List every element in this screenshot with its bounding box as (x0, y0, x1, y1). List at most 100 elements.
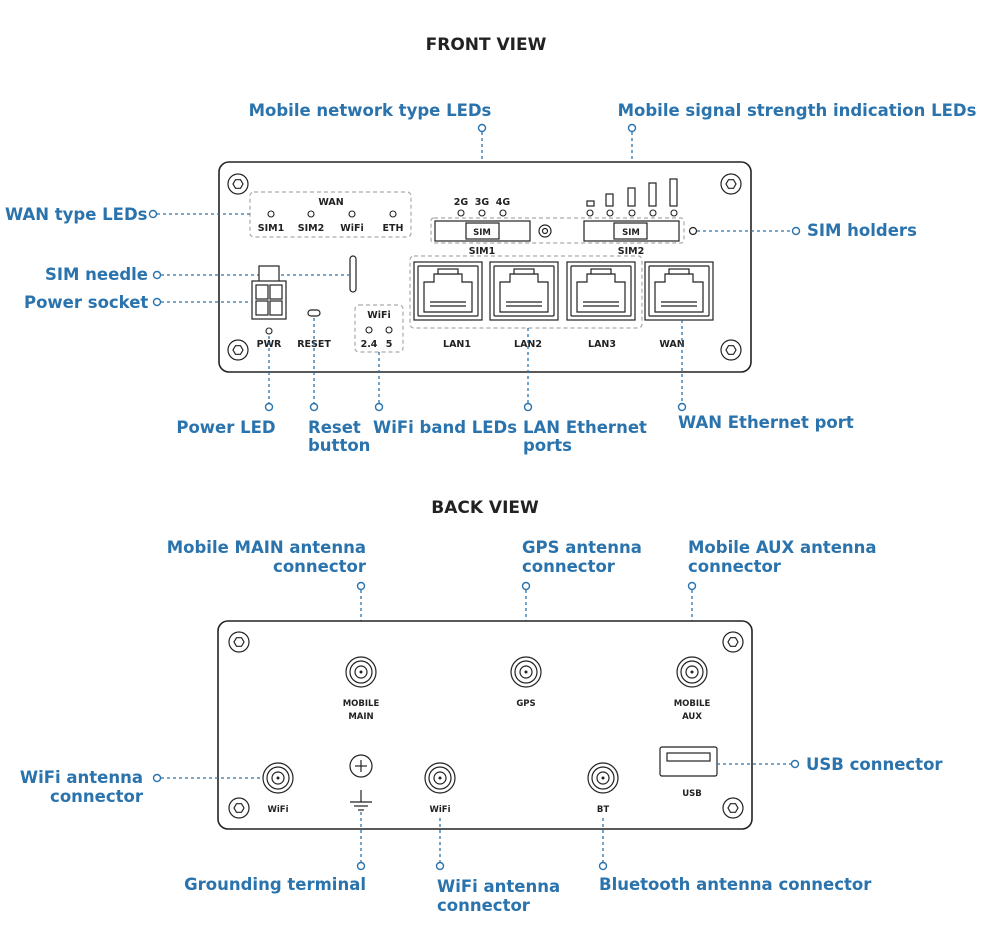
wifi-group-label: WiFi (367, 310, 390, 321)
front-view-title: FRONT VIEW (426, 35, 547, 55)
network-led-label: 2G (454, 197, 469, 208)
leader-dot (688, 226, 698, 236)
power-led (265, 327, 273, 335)
wifi-led-group (354, 304, 404, 353)
mobile-aux-connector[interactable] (676, 656, 708, 688)
callout-gps-line1: GPS antenna (522, 538, 642, 557)
leader-dot (523, 402, 533, 412)
ground-symbol-icon (350, 790, 372, 811)
callout-power-led: Power LED (176, 418, 275, 437)
callout-wifi-bottom-line1: WiFi antenna (437, 877, 560, 896)
callout-main-line2: connector (273, 557, 367, 576)
wan-led-wifi (348, 210, 356, 218)
wifi-led-5 (385, 326, 393, 334)
sim-needle-hole-icon (541, 227, 549, 235)
wifi-connector-right[interactable] (424, 762, 456, 794)
leader-dot (309, 402, 319, 412)
lan3-port[interactable] (566, 261, 636, 321)
sim-needle (349, 255, 357, 293)
leader-dot (356, 861, 366, 871)
signal-led (628, 209, 636, 217)
callout-aux-line2: connector (688, 557, 782, 576)
signal-led (649, 209, 657, 217)
callout-usb-connector: USB connector (806, 755, 943, 774)
lan-label: LAN1 (443, 339, 471, 350)
screw-icon (228, 797, 250, 819)
callout-reset-line2: button (308, 436, 370, 455)
leader-dot (598, 861, 608, 871)
wifi-label: WiFi (429, 805, 450, 815)
signal-bar-icon (669, 178, 678, 207)
leader-dot (264, 402, 274, 412)
bt-label: BT (597, 805, 609, 815)
wifi-connector-left[interactable] (262, 762, 294, 794)
callout-signal-strength-leds: Mobile signal strength indication LEDs (618, 101, 977, 120)
wan-led-label: WiFi (340, 223, 363, 234)
leader-dot (521, 581, 531, 591)
screw-icon (227, 339, 249, 361)
leader-dot (687, 581, 697, 591)
callout-reset-line1: Reset (308, 418, 361, 437)
callout-mobile-network-leds: Mobile network type LEDs (249, 101, 492, 120)
leader-dot (152, 773, 162, 783)
signal-bar-icon (586, 200, 595, 207)
signal-led (586, 209, 594, 217)
wan-led-label: ETH (383, 223, 404, 234)
leader-dot (152, 270, 162, 280)
lan2-port[interactable] (489, 261, 559, 321)
mobile-aux-label: MOBILE (674, 699, 711, 709)
back-panel (217, 620, 753, 830)
power-pin (255, 300, 269, 316)
gps-connector[interactable] (510, 656, 542, 688)
callout-lan-line2: ports (523, 436, 572, 455)
wan-led-label: SIM1 (258, 223, 284, 234)
lan-port-group (409, 255, 643, 329)
leader-dot (356, 581, 366, 591)
leader-dot (677, 402, 687, 412)
power-pin (269, 300, 283, 316)
power-socket-latch (258, 265, 280, 283)
wan-group-label: WAN (318, 197, 343, 208)
wan-led-sim2 (307, 210, 315, 218)
wan-port[interactable] (644, 261, 714, 321)
callout-lan-line1: LAN Ethernet (523, 418, 647, 437)
leader-dot (790, 759, 800, 769)
network-led-3g (478, 209, 486, 217)
wifi-led-24 (365, 326, 373, 334)
screw-icon (722, 631, 744, 653)
signal-led (606, 209, 614, 217)
wan-port-label: WAN (659, 339, 684, 350)
signal-bar-icon (648, 182, 657, 207)
screw-icon (228, 631, 250, 653)
reset-button[interactable] (307, 309, 321, 317)
screw-icon (722, 797, 744, 819)
leader-dot (152, 297, 162, 307)
lan1-port[interactable] (413, 261, 483, 321)
usb-label: USB (682, 789, 702, 799)
signal-led (670, 209, 678, 217)
callout-bluetooth-connector: Bluetooth antenna connector (599, 875, 872, 894)
callout-wan-type-leds: WAN type LEDs (5, 205, 148, 224)
sim2-slot (613, 222, 648, 240)
usb-port-tongue (666, 752, 711, 762)
callout-aux-line1: Mobile AUX antenna (688, 538, 877, 557)
callout-sim-needle: SIM needle (45, 265, 148, 284)
screw-icon (720, 173, 742, 195)
network-led-label: 4G (496, 197, 511, 208)
gps-label: GPS (516, 699, 535, 709)
mobile-main-label: MAIN (348, 712, 373, 722)
bt-connector[interactable] (587, 762, 619, 794)
callout-power-socket: Power socket (24, 293, 148, 312)
mobile-aux-label: AUX (682, 712, 702, 722)
sim1-slot (465, 222, 500, 240)
sim2-label: SIM2 (618, 246, 644, 257)
leader-dot (148, 209, 158, 219)
callout-wifi-bottom-line2: connector (437, 896, 531, 915)
lan-label: LAN2 (514, 339, 542, 350)
leader-dot (374, 402, 384, 412)
mobile-main-label: MOBILE (343, 699, 380, 709)
sim-slot-label: SIM (473, 228, 491, 238)
mobile-main-connector[interactable] (345, 656, 377, 688)
screw-icon (720, 339, 742, 361)
